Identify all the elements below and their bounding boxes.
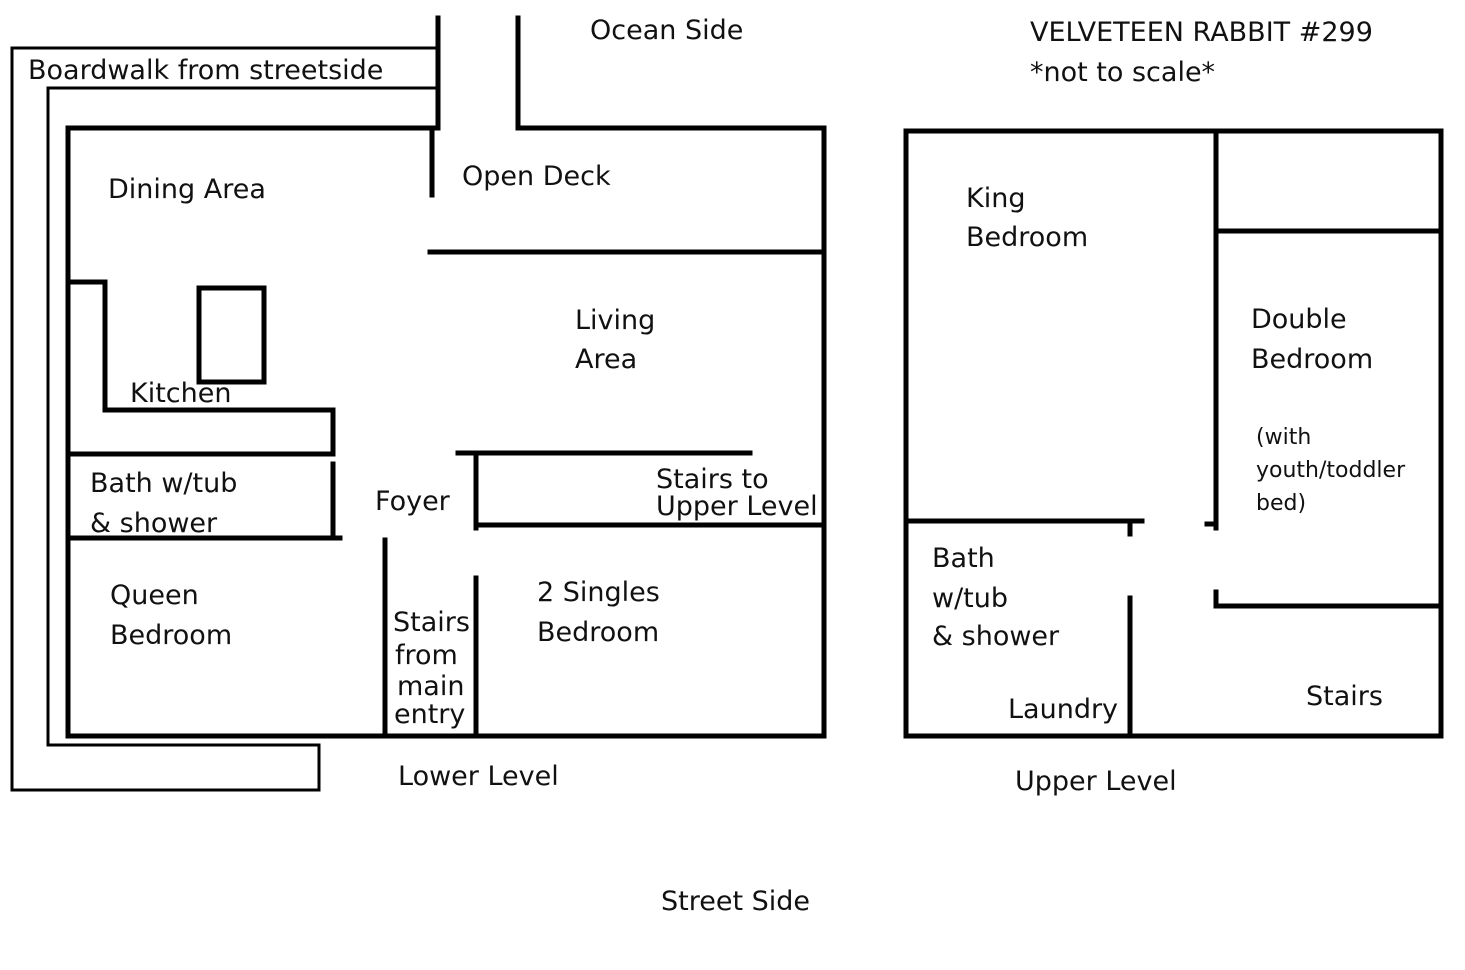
upper-level-caption: Upper Level: [1015, 766, 1177, 797]
lower-bath-label-line2: & shower: [90, 508, 218, 539]
singles-bedroom-label-line1: 2 Singles: [537, 577, 660, 608]
upper-bath-label-line3: & shower: [932, 621, 1060, 652]
queen-bedroom-label-line1: Queen: [110, 580, 199, 611]
laundry-label: Laundry: [1008, 694, 1118, 725]
king-bedroom-label-line1: King: [966, 183, 1025, 214]
double-bedroom-label-line1: Double: [1251, 304, 1347, 335]
kitchen-label: Kitchen: [130, 378, 231, 409]
foyer-label: Foyer: [375, 486, 451, 517]
lower-level-walls: [65, 15, 827, 739]
boardwalk-walls: [10, 46, 438, 792]
king-bedroom-label-line2: Bedroom: [966, 222, 1088, 253]
lower-level-caption: Lower Level: [398, 761, 559, 792]
ocean-side-label: Ocean Side: [590, 15, 743, 46]
lower-bath-label-line1: Bath w/tub: [90, 468, 237, 499]
stairs-main-label-line4: entry: [394, 699, 465, 730]
upper-bath-label-line1: Bath: [932, 543, 995, 574]
stairs-main-label-line3: main: [397, 671, 464, 702]
double-bedroom-note-line1: (with: [1256, 425, 1311, 450]
double-bedroom-note-line3: bed): [1256, 491, 1306, 516]
upper-bath-label-line2: w/tub: [932, 583, 1008, 614]
living-area-label-line2: Area: [575, 344, 637, 375]
stairs-to-upper-label-line2: Upper Level: [656, 491, 818, 522]
living-area-label-line1: Living: [575, 305, 655, 336]
queen-bedroom-label-line2: Bedroom: [110, 620, 232, 651]
stairs-main-label-line2: from: [395, 640, 458, 671]
double-bedroom-label-line2: Bedroom: [1251, 344, 1373, 375]
double-bedroom-note-line2: youth/toddler: [1256, 458, 1406, 483]
street-side-label: Street Side: [661, 886, 810, 917]
dining-area-label: Dining Area: [108, 174, 266, 205]
open-deck-label: Open Deck: [462, 161, 611, 192]
stairs-main-label-line1: Stairs: [393, 607, 470, 638]
stairs-to-upper-label-line1: Stairs to: [656, 464, 769, 495]
plan-title: VELVETEEN RABBIT #299: [1030, 17, 1373, 48]
boardwalk-label: Boardwalk from streetside: [28, 55, 383, 86]
upper-stairs-label: Stairs: [1306, 681, 1383, 712]
upper-level-walls: [903, 128, 1444, 739]
singles-bedroom-label-line2: Bedroom: [537, 617, 659, 648]
plan-subtitle: *not to scale*: [1030, 57, 1215, 88]
